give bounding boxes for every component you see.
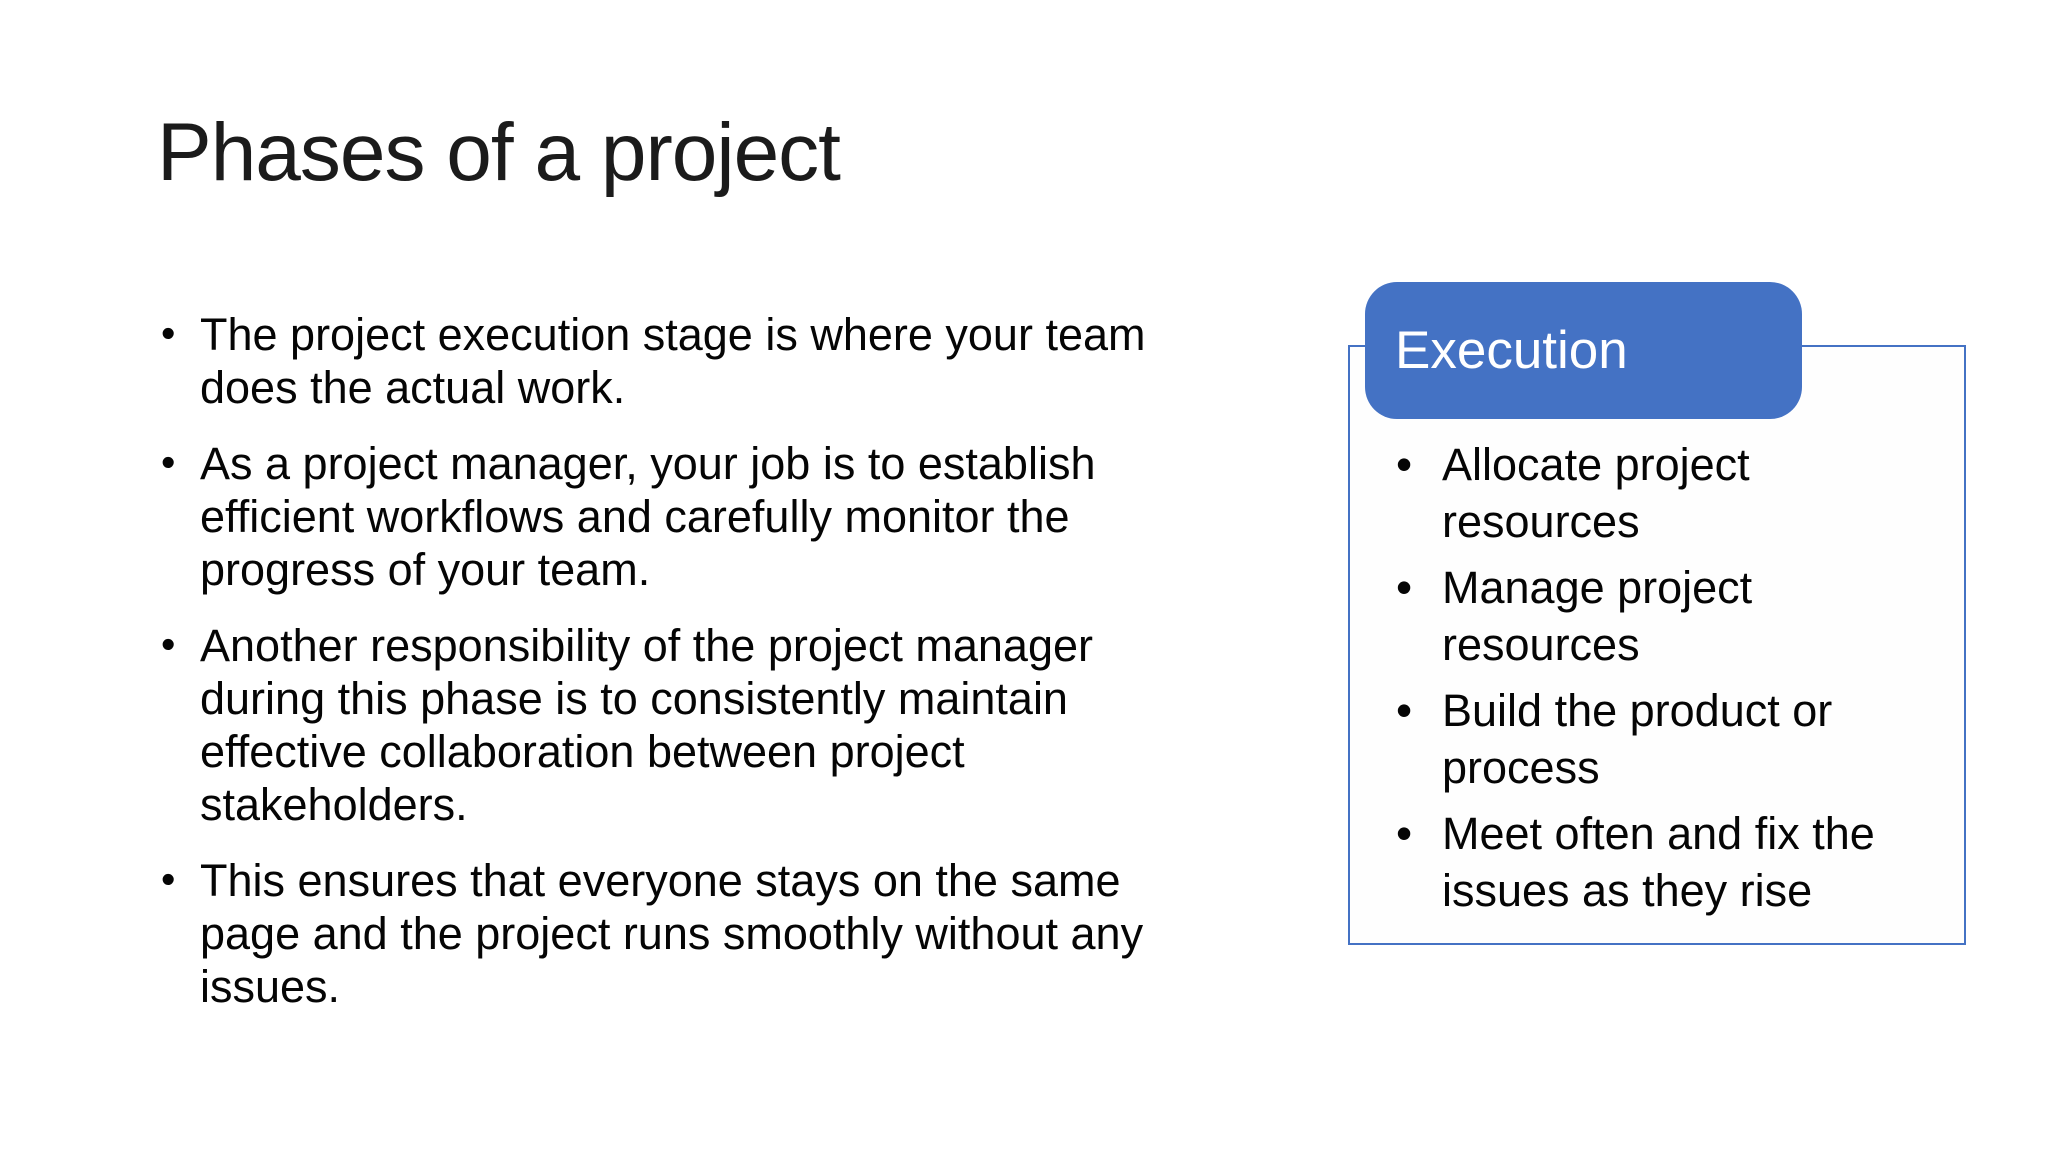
bullet-item: This ensures that everyone stays on the … bbox=[160, 853, 1380, 1013]
execution-bullet-item: Manage project resources bbox=[1396, 559, 1936, 673]
bullet-item: As a project manager, your job is to est… bbox=[160, 436, 1380, 596]
execution-bullet-item: Build the product or process bbox=[1396, 682, 1936, 796]
execution-item-list: Allocate project resourcesManage project… bbox=[1396, 436, 1936, 928]
execution-header: Execution bbox=[1365, 282, 1802, 419]
slide-title: Phases of a project bbox=[157, 107, 841, 198]
bullet-item: Another responsibility of the project ma… bbox=[160, 618, 1380, 831]
left-bullet-list: The project execution stage is where you… bbox=[160, 307, 1380, 1036]
execution-bullet-item: Allocate project resources bbox=[1396, 436, 1936, 550]
execution-bullet-item: Meet often and fix the issues as they ri… bbox=[1396, 805, 1936, 919]
bullet-item: The project execution stage is where you… bbox=[160, 307, 1380, 414]
